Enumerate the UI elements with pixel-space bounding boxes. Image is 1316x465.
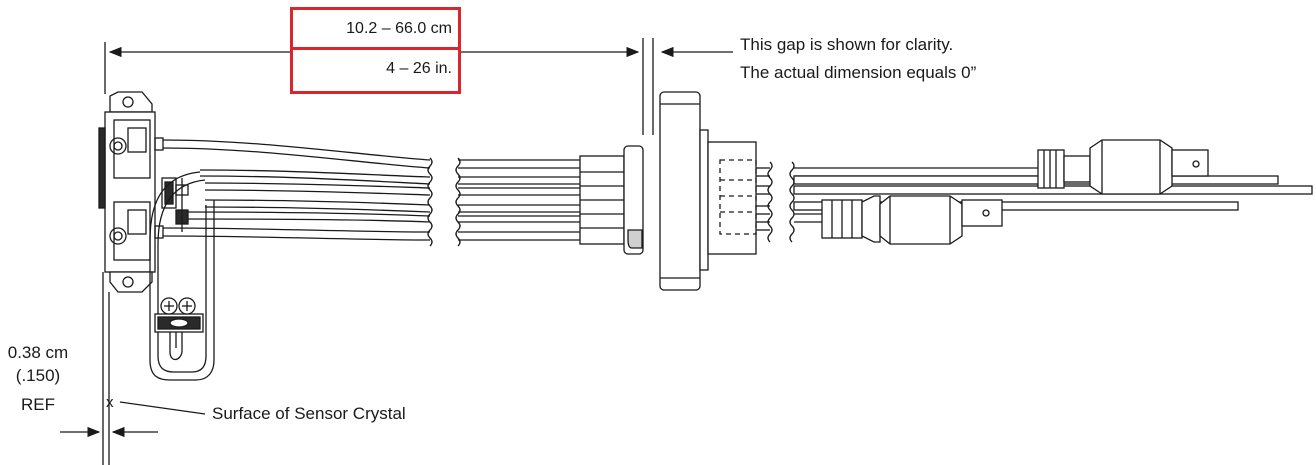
water-line-clamp <box>161 177 189 232</box>
feedthrough-collar <box>579 145 644 255</box>
gap-note-line-1: This gap is shown for clarity. <box>740 35 953 54</box>
tube-bundle-right-break <box>756 161 795 243</box>
crystal-callout-label: Surface of Sensor Crystal <box>212 404 406 423</box>
tube-bundle-right <box>793 167 1313 223</box>
length-dimension-box: 10.2 – 66.0 cm 4 – 26 in. <box>290 7 461 94</box>
tube-bundle-middle <box>458 159 580 241</box>
offset-ref-label: REF <box>21 395 55 414</box>
dimension-box-divider <box>293 47 458 50</box>
lower-tube-fitting <box>821 195 1003 245</box>
crystal-marker: x <box>106 394 114 411</box>
offset-metric-label: 0.38 cm <box>8 343 68 362</box>
mounting-flange <box>659 91 757 291</box>
sensor-head <box>98 91 164 293</box>
crystal-plate <box>102 272 110 465</box>
gap-note-line-2: The actual dimension equals 0” <box>740 63 977 82</box>
upper-tube-fitting <box>1037 139 1209 195</box>
offset-imperial-label: (.150) <box>16 366 60 385</box>
length-imperial-label: 4 – 26 in. <box>386 60 452 77</box>
electrical-connector <box>154 297 204 333</box>
tube-bundle-left <box>162 139 461 247</box>
water-loop <box>149 171 215 381</box>
crystal-callout-leader <box>119 401 206 415</box>
length-metric-label: 10.2 – 66.0 cm <box>346 20 452 37</box>
